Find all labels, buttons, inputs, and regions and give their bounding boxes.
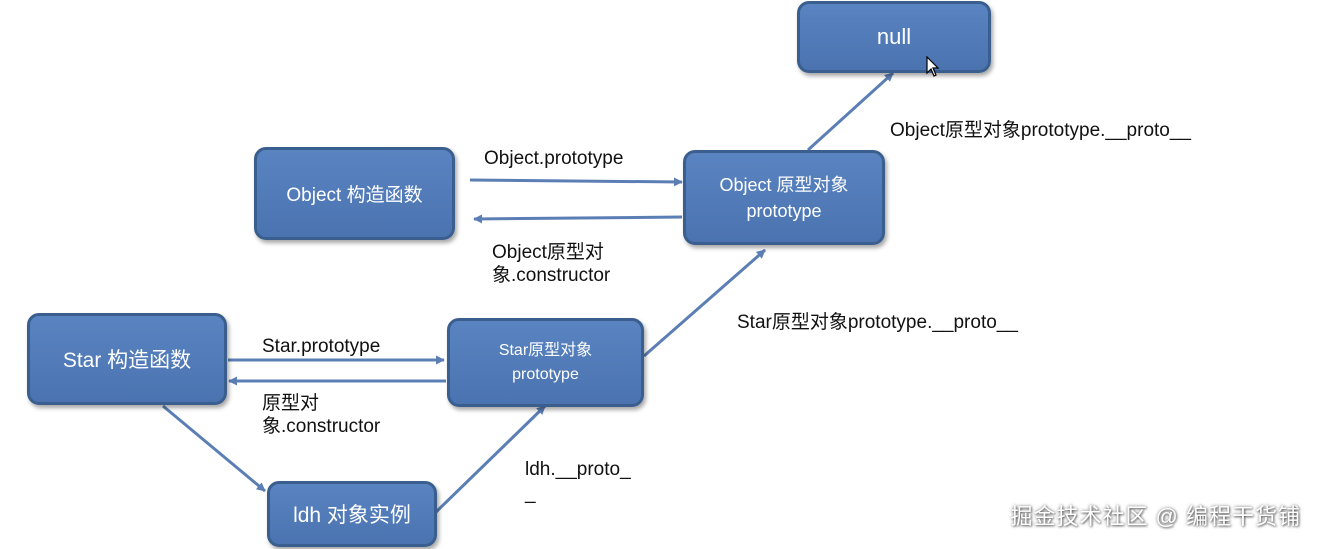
object-constructor-label: Object 构造函数 <box>286 185 423 206</box>
label-object-constructor-line1: Object原型对 <box>492 242 604 263</box>
ldh-instance-label: ldh 对象实例 <box>293 504 411 527</box>
object-prototype-node: Object 原型对象 prototype <box>683 150 885 245</box>
null-node: null <box>797 1 991 73</box>
mouse-cursor-icon <box>926 55 940 83</box>
star-constructor-node: Star 构造函数 <box>27 313 227 405</box>
null-node-label: null <box>876 24 912 49</box>
label-ldh-proto-line1: ldh.__proto_ <box>525 459 631 480</box>
label-star-constructor-line2: 象.constructor <box>262 416 381 437</box>
arrow-star-prototype-to-object-prototype <box>643 248 766 358</box>
label-object-proto-to-null: Object原型对象prototype.__proto__ <box>890 120 1191 141</box>
arrow-object-prototype-to-null <box>806 71 895 152</box>
star-prototype-label-line2: prototype <box>512 365 579 383</box>
object-prototype-label-line2: prototype <box>746 200 822 221</box>
watermark: 掘金技术社区 @ 编程干货铺 <box>1010 504 1301 529</box>
star-prototype-label-line1: Star原型对象 <box>498 341 593 359</box>
object-prototype-label-line1: Object 原型对象 <box>719 174 849 195</box>
label-object-constructor-line2: 象.constructor <box>492 265 611 286</box>
label-ldh-proto-line2: _ <box>525 483 536 504</box>
ldh-instance-node: ldh 对象实例 <box>267 481 437 547</box>
label-object-prototype: Object.prototype <box>484 148 624 169</box>
label-star-constructor-line1: 原型对 <box>262 393 320 414</box>
label-star-proto-to-object: Star原型对象prototype.__proto__ <box>737 312 1018 333</box>
arrow-star-constructor-to-ldh <box>162 404 266 493</box>
arrow-object-prototype-to-constructor <box>473 214 683 224</box>
star-constructor-label: Star 构造函数 <box>62 349 192 372</box>
star-prototype-node: Star原型对象 prototype <box>447 318 644 407</box>
object-constructor-node: Object 构造函数 <box>254 147 455 240</box>
arrow-ldh-to-star-prototype <box>434 404 547 514</box>
label-star-prototype: Star.prototype <box>262 336 381 357</box>
arrow-object-constructor-to-prototype <box>469 177 683 187</box>
